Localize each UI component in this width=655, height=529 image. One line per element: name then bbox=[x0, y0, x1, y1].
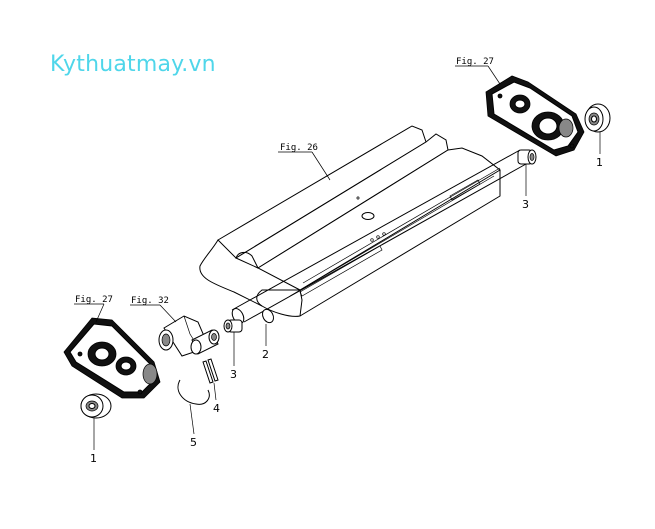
gearbox-fig27-right bbox=[485, 75, 585, 157]
leader-lines bbox=[74, 65, 601, 450]
part-label-1-right: 1 bbox=[596, 156, 603, 169]
part-label-1-left: 1 bbox=[90, 452, 97, 465]
coupling-tube bbox=[190, 329, 220, 355]
gearbox-fig27-left bbox=[63, 317, 161, 399]
fig27-right-label: Fig. 27 bbox=[456, 57, 494, 67]
part-label-5: 5 bbox=[190, 436, 197, 449]
bushing-part-3-right bbox=[517, 149, 537, 165]
bearing-part-1-left bbox=[80, 393, 112, 419]
channel-body-fig26 bbox=[199, 125, 501, 317]
pins-part-4 bbox=[202, 358, 219, 384]
watermark-text: Kythuatmay.vn bbox=[50, 52, 216, 77]
clip-part-5 bbox=[177, 379, 210, 405]
part-label-4: 4 bbox=[213, 402, 220, 415]
fig27-left-label: Fig. 27 bbox=[75, 295, 113, 305]
fig26-label: Fig. 26 bbox=[280, 143, 318, 153]
part-label-3-left: 3 bbox=[230, 368, 237, 381]
bearing-part-1-right bbox=[584, 103, 611, 133]
part-label-3-right: 3 bbox=[522, 198, 529, 211]
fig32-label: Fig. 32 bbox=[131, 296, 169, 306]
part-label-2: 2 bbox=[262, 348, 269, 361]
bushing-part-3-left bbox=[223, 319, 243, 333]
